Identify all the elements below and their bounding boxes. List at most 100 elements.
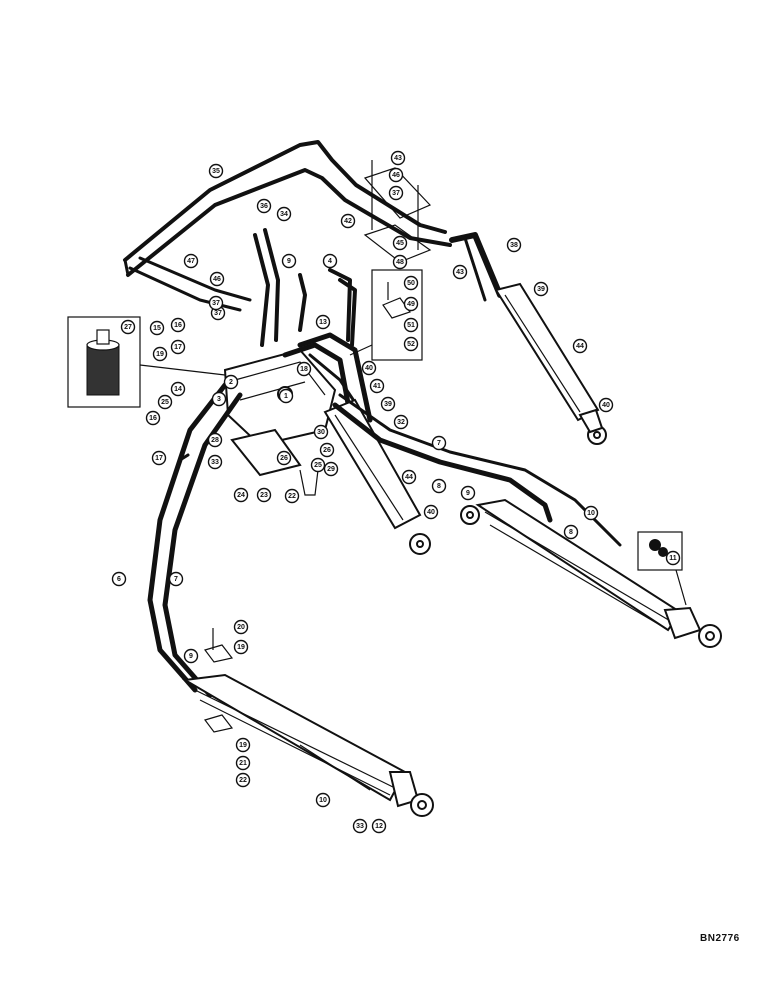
callout-number: 15 <box>153 325 161 332</box>
callout-17: 17 <box>151 450 167 466</box>
callout-22: 22 <box>284 488 300 504</box>
callout-37: 37 <box>388 185 404 201</box>
callout-number: 41 <box>373 383 381 390</box>
callout-25: 25 <box>157 394 173 410</box>
callout-25: 25 <box>310 457 326 473</box>
callout-39: 39 <box>380 396 396 412</box>
callout-3: 3 <box>211 391 227 407</box>
filter-inset <box>67 316 226 408</box>
callout-11: 11 <box>665 550 681 566</box>
callout-number: 27 <box>124 324 132 331</box>
callout-34: 34 <box>276 206 292 222</box>
right-cylinder-hoses <box>332 393 622 547</box>
callout-number: 8 <box>437 483 441 490</box>
callout-number: 22 <box>239 777 247 784</box>
callout-number: 9 <box>287 258 291 265</box>
callout-number: 13 <box>319 319 327 326</box>
callout-number: 35 <box>212 168 220 175</box>
upper-right-cylinder <box>449 232 607 445</box>
callout-19: 19 <box>235 737 251 753</box>
callout-20: 20 <box>233 619 249 635</box>
callout-22: 22 <box>235 772 251 788</box>
drawing-code: BN2776 <box>700 933 740 944</box>
callout-number: 9 <box>466 490 470 497</box>
callout-50: 50 <box>403 275 419 291</box>
callout-number: 51 <box>407 322 415 329</box>
callout-number: 36 <box>260 203 268 210</box>
callout-6: 6 <box>111 571 127 587</box>
callout-number: 4 <box>328 258 332 265</box>
callout-12: 12 <box>371 818 387 834</box>
callout-8: 8 <box>431 478 447 494</box>
callout-35: 35 <box>208 163 224 179</box>
callout-15: 15 <box>149 320 165 336</box>
callout-23: 23 <box>256 487 272 503</box>
callout-number: 10 <box>319 797 327 804</box>
callout-10: 10 <box>583 505 599 521</box>
callout-number: 25 <box>314 462 322 469</box>
callout-number: 6 <box>117 576 121 583</box>
callout-9: 9 <box>281 253 297 269</box>
callout-number: 7 <box>174 576 178 583</box>
callout-number: 16 <box>149 415 157 422</box>
callout-number: 45 <box>396 240 404 247</box>
callout-33: 33 <box>352 818 368 834</box>
callout-number: 49 <box>407 301 415 308</box>
callout-47: 47 <box>183 253 199 269</box>
left-lower-hoses <box>147 382 243 698</box>
callout-number: 26 <box>323 447 331 454</box>
callout-14: 14 <box>170 381 186 397</box>
callout-number: 39 <box>384 401 392 408</box>
callout-36: 36 <box>256 198 272 214</box>
callout-26: 26 <box>319 442 335 458</box>
callout-number: 21 <box>239 760 247 767</box>
callout-number: 17 <box>155 455 163 462</box>
callout-52: 52 <box>403 336 419 352</box>
callout-40: 40 <box>423 504 439 520</box>
callout-8: 8 <box>563 524 579 540</box>
callout-40: 40 <box>598 397 614 413</box>
callout-number: 2 <box>229 379 233 386</box>
callout-19: 19 <box>152 346 168 362</box>
callout-45: 45 <box>392 235 408 251</box>
callout-4: 4 <box>322 253 338 269</box>
callout-49: 49 <box>403 296 419 312</box>
callout-number: 46 <box>213 276 221 283</box>
upper-tube-loop <box>123 140 452 347</box>
callout-number: 24 <box>237 492 245 499</box>
callout-number: 38 <box>510 242 518 249</box>
callout-9: 9 <box>460 485 476 501</box>
callout-number: 23 <box>260 492 268 499</box>
callout-number: 43 <box>456 269 464 276</box>
lower-cylinder <box>181 673 434 817</box>
callout-number: 40 <box>365 365 373 372</box>
callout-19: 19 <box>233 639 249 655</box>
callout-number: 8 <box>569 529 573 536</box>
callout-number: 17 <box>174 344 182 351</box>
callout-number: 11 <box>669 555 677 562</box>
callout-38: 38 <box>506 237 522 253</box>
callout-17: 17 <box>170 339 186 355</box>
callout-number: 33 <box>211 459 219 466</box>
callout-number: 28 <box>211 437 219 444</box>
callout-7: 7 <box>168 571 184 587</box>
callout-18: 18 <box>296 361 312 377</box>
callout-number: 22 <box>288 493 296 500</box>
callout-10: 10 <box>315 792 331 808</box>
callout-43: 43 <box>390 150 406 166</box>
callout-number: 34 <box>280 211 288 218</box>
callout-number: 42 <box>344 218 352 225</box>
callout-number: 25 <box>161 399 169 406</box>
callout-number: 40 <box>427 509 435 516</box>
middle-cylinder <box>323 398 431 555</box>
callout-number: 3 <box>217 396 221 403</box>
callout-number: 37 <box>212 300 220 307</box>
callout-7: 7 <box>431 435 447 451</box>
callout-27: 27 <box>120 319 136 335</box>
callout-number: 14 <box>174 386 182 393</box>
callout-number: 39 <box>537 286 545 293</box>
upper-bracket-clamps <box>363 160 432 263</box>
callout-number: 1 <box>284 393 288 400</box>
callout-46: 46 <box>209 271 225 287</box>
